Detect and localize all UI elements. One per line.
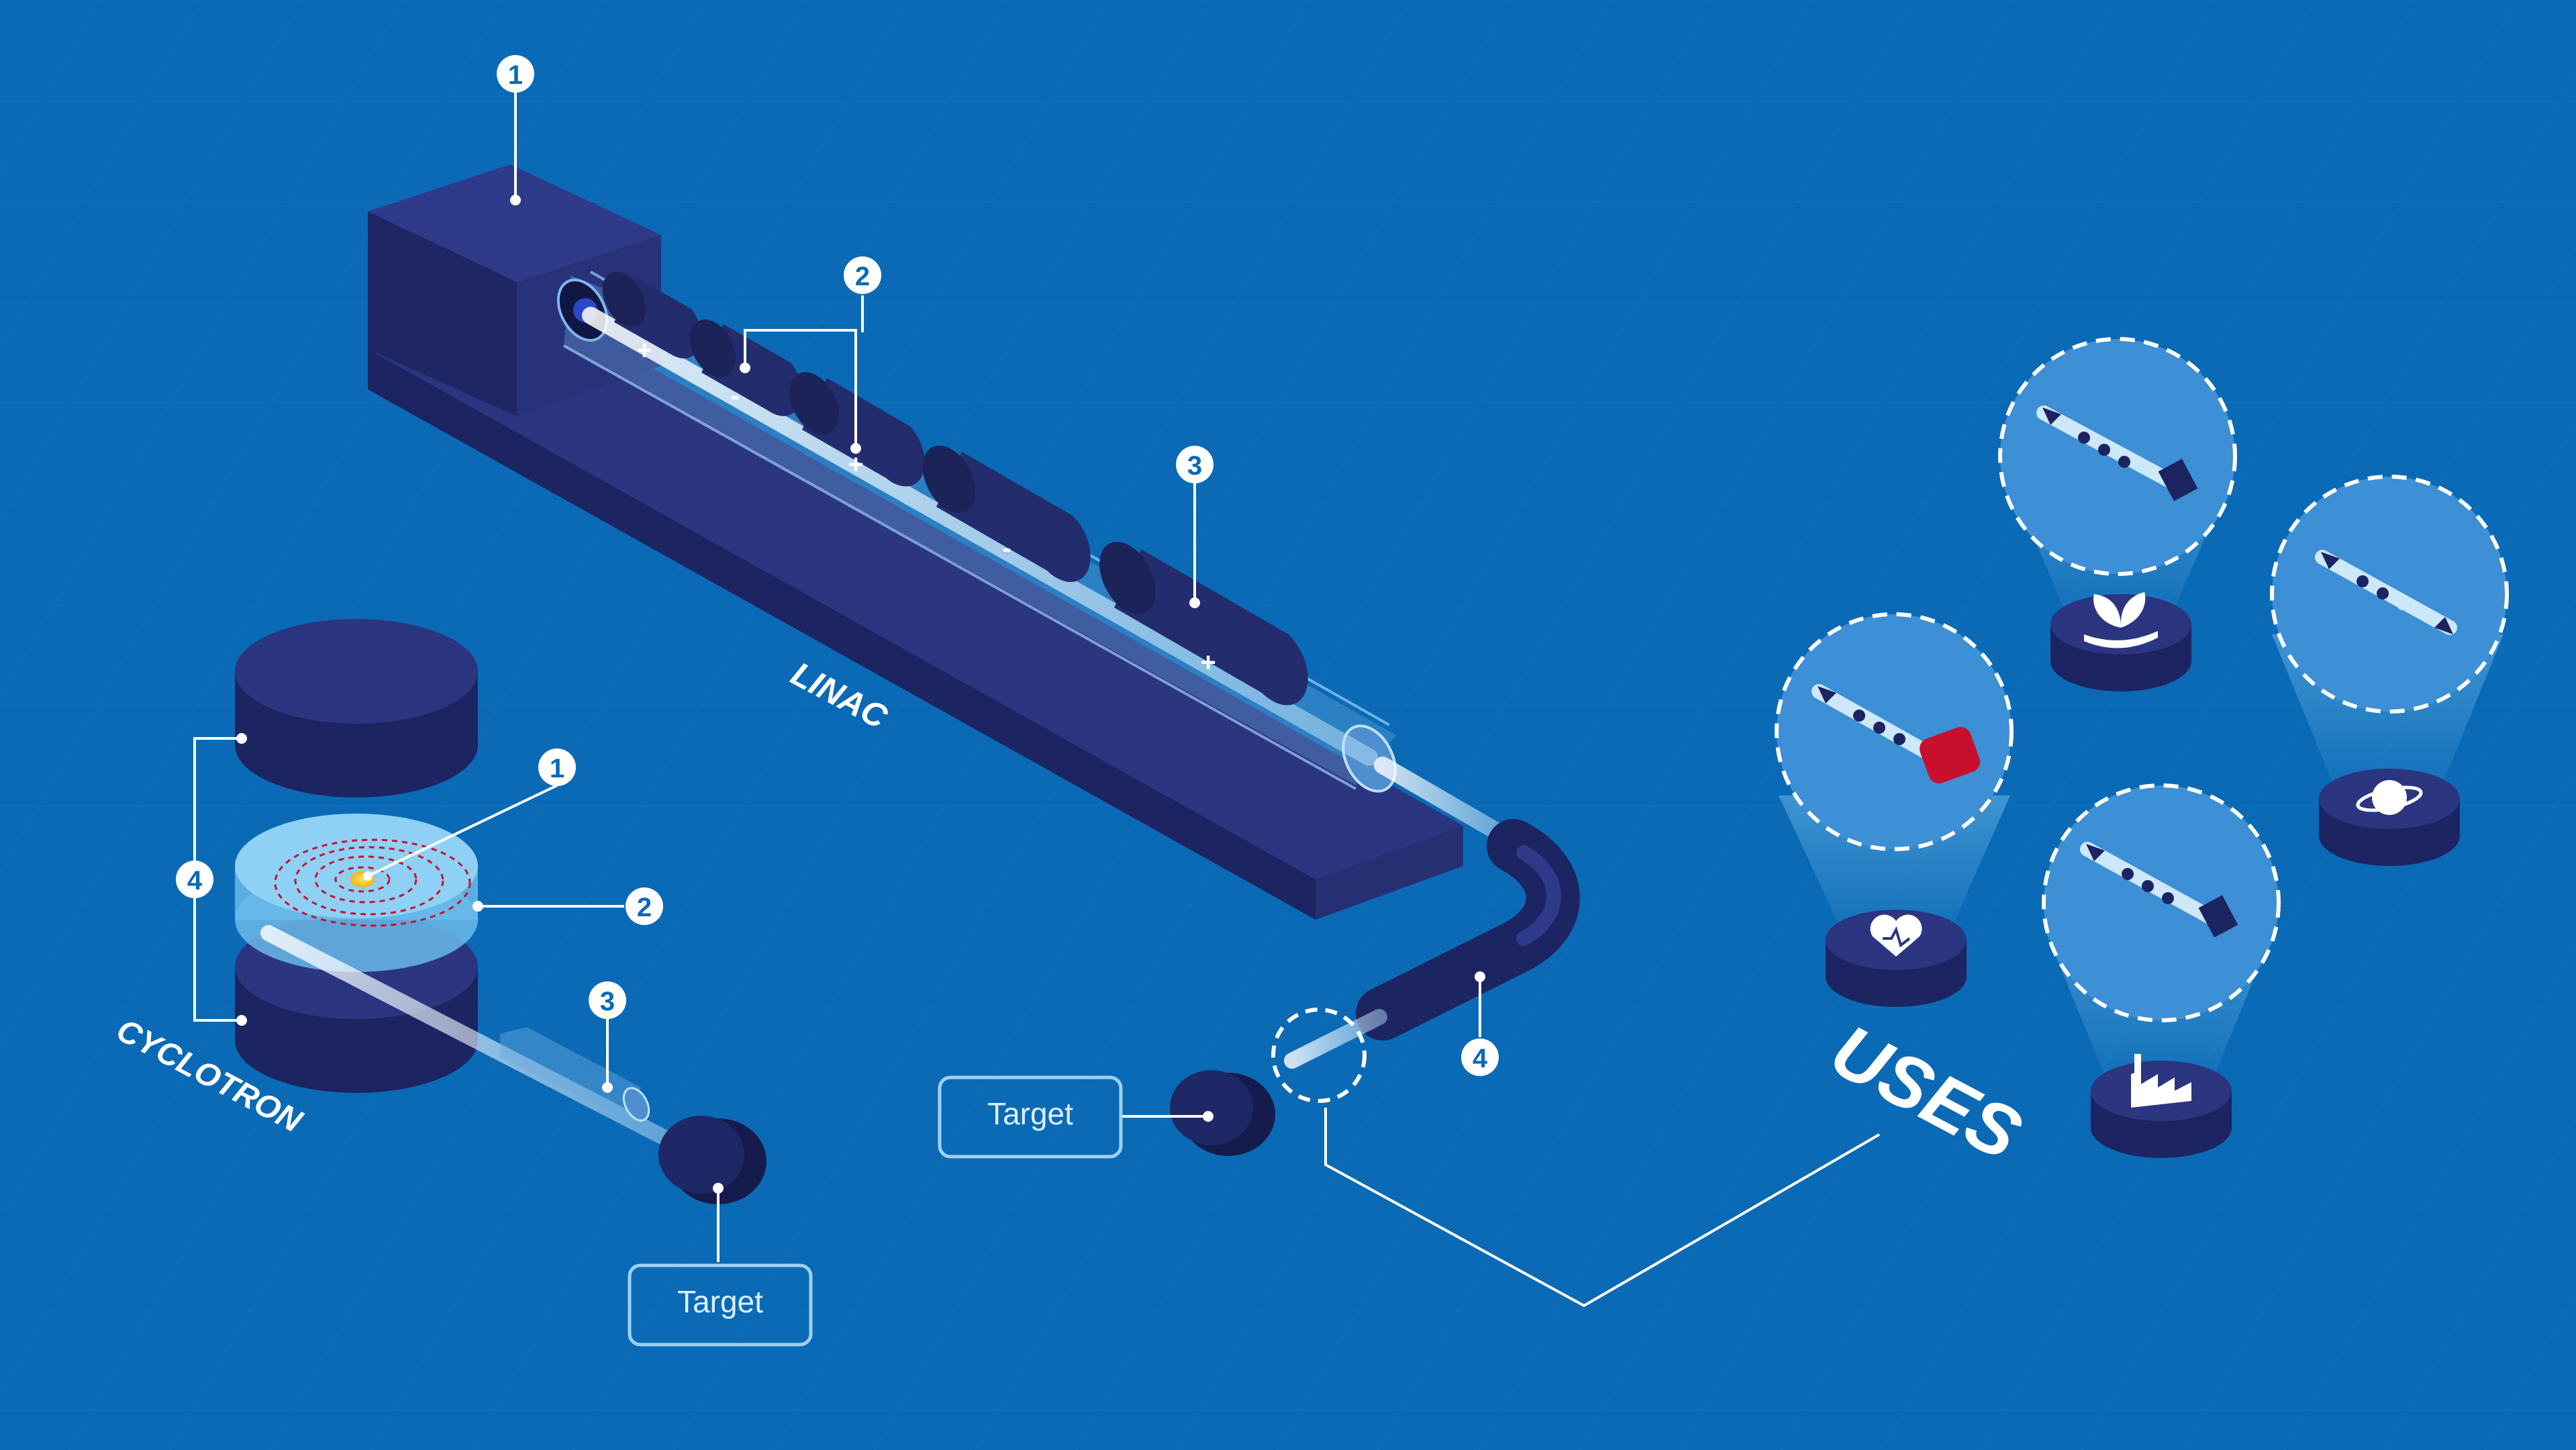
- factory-icon: [2131, 1054, 2191, 1108]
- use-agriculture: [1998, 337, 2237, 691]
- linac-group: + - + - + Target LINAC 1: [368, 55, 1580, 1159]
- cyc-marker-4-group: 4: [176, 733, 247, 1026]
- drift-tube-5: [1114, 549, 1308, 706]
- linac-marker-3-group: 3: [1176, 446, 1213, 608]
- linac-beam-final: [1284, 1009, 1387, 1069]
- cyclotron-top-magnet-top: [235, 619, 478, 724]
- electrode-sign-5: +: [1200, 648, 1216, 677]
- drift-tube-4-cap: [922, 445, 976, 514]
- linac-target-label-box: [938, 1075, 1123, 1159]
- electrode-sign-1: +: [636, 336, 652, 365]
- cyclotron-spiral: [274, 838, 471, 927]
- cyc-marker-2: 2: [637, 893, 652, 922]
- use-industry: [2042, 783, 2281, 1158]
- cyclotron-beam-tube: [500, 1027, 641, 1118]
- heart-medicine-icon: [1870, 914, 1922, 957]
- linac-bending-pipe-highlight: [1516, 845, 1561, 946]
- linac-marker-1-group: 1: [497, 55, 534, 205]
- electrode-sign-2: -: [730, 381, 739, 411]
- linac-marker-2-group: 2: [740, 256, 881, 454]
- drift-tube-3-cap: [789, 372, 839, 435]
- linac-beam-focus-ring: [1271, 1008, 1367, 1103]
- cyclotron-tube-opening: [622, 1087, 650, 1122]
- linac-source-cube-left: [368, 211, 517, 416]
- linac-marker-4: 4: [1473, 1044, 1488, 1073]
- cyc-marker-3-group: 3: [589, 981, 626, 1093]
- uses-connector-line: [1324, 1108, 1881, 1308]
- linac-marker-3: 3: [1187, 451, 1202, 481]
- cyclotron-target-label: Target: [677, 1284, 763, 1319]
- cyc-marker-1: 1: [550, 754, 564, 783]
- plant-hand-icon: [2084, 592, 2158, 648]
- linac-trough-top: [368, 295, 1463, 879]
- linac-target-face: [1170, 1070, 1253, 1145]
- linac-tube-edge-bottom: [563, 344, 1356, 790]
- drift-tube-1-cap: [602, 271, 646, 328]
- use-industry-bubble: [2042, 783, 2281, 1022]
- linac-marker-2: 2: [855, 262, 870, 291]
- use-medicine-tumor: [1919, 726, 1981, 784]
- cyclotron-target-dot: [713, 1183, 724, 1194]
- cyc-marker-1-group: 1: [363, 748, 576, 881]
- linac-beam-inner: [582, 307, 1378, 766]
- uses-group: USES: [1324, 337, 2509, 1308]
- linac-marker-4-group: 4: [1461, 971, 1499, 1076]
- drift-tube-5-cap: [1099, 542, 1156, 614]
- linac-source-cube-top: [368, 164, 661, 282]
- use-space: [2270, 475, 2509, 866]
- electrode-sign-4: -: [1002, 534, 1011, 563]
- drift-tube-2-cap: [689, 320, 736, 377]
- cyclotron-group: Target CYCLOTRON 1 2 3 4: [111, 619, 813, 1347]
- cyclotron-top-magnet-base: [235, 693, 478, 798]
- cyclotron-target-label-box: [628, 1263, 813, 1347]
- linac-target-dot: [1203, 1111, 1213, 1122]
- linac-trough-side: [1316, 826, 1463, 920]
- cyc-marker-2-group: 2: [473, 887, 663, 925]
- cyc-marker-3: 3: [600, 987, 615, 1016]
- use-medicine: [1775, 612, 2014, 1007]
- linac-drift-tubes: [602, 271, 1308, 706]
- electrode-sign-3: +: [848, 450, 863, 479]
- cyclotron-target-face: [658, 1116, 744, 1194]
- cyclotron-chamber-top: [235, 814, 478, 918]
- planet-icon: [2356, 780, 2423, 815]
- linac-beam-exit: [1374, 757, 1519, 848]
- cyc-marker-4: 4: [187, 866, 203, 896]
- cyclotron-beam: [260, 925, 679, 1149]
- linac-target-label: Target: [987, 1096, 1073, 1131]
- linac-trough-front: [368, 349, 1316, 920]
- drift-tube-4: [936, 452, 1091, 582]
- linac-marker-1: 1: [508, 60, 523, 90]
